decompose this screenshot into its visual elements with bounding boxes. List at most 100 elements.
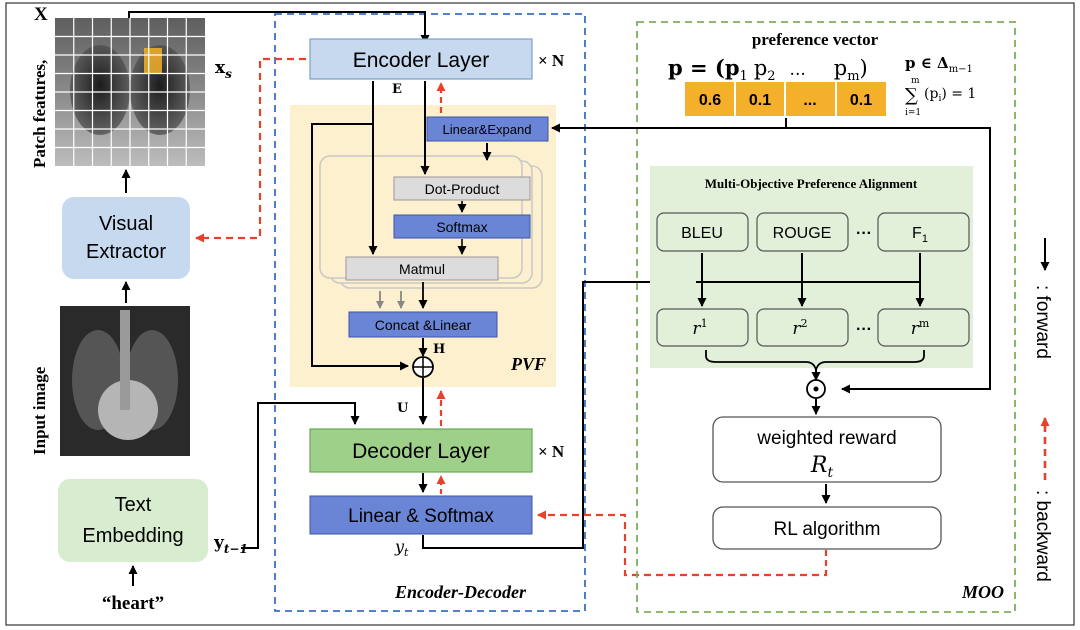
metric-f-sub: 1 [922,233,928,245]
p-in-simplex: p ∈ Δm−1 [905,54,973,75]
metric-bleu-box [656,212,749,252]
alignment-title: Multi-Objective Preference Alignment [705,176,918,191]
arrow-residual-e [311,123,409,371]
heart-label: “heart” [102,593,164,614]
y-prev-sub: t−1 [224,542,248,556]
reward-r2-label: r2 [792,317,807,339]
pref-value-1: 0.6 [699,92,721,109]
encoder-layer-label: Encoder Layer [353,49,490,72]
outer-frame [5,2,1075,626]
matmul-label: Matmul [399,261,445,277]
reward-r1-label: r1 [692,317,707,339]
reward-rm-box [877,308,970,347]
p-dots: ... [790,60,806,80]
reward-r1-box [656,308,749,347]
input-image-label: Input image [30,366,49,455]
p-in-sub: m−1 [949,64,973,75]
encoder-layer-box [309,38,533,80]
p-sub-1: 1 [740,69,748,84]
u-label: U [397,401,409,416]
decoder-layer-label: Decoder Layer [352,440,490,463]
metric-f-main: F [912,225,922,242]
selected-patch [144,48,162,74]
xs-sub: s [225,67,232,81]
sum-expr: (p [924,86,938,102]
preference-values: 0.6 0.1 ... 0.1 [685,82,886,116]
visual-extractor-line2: Extractor [86,241,166,263]
text-embedding-box [58,479,208,562]
p-m-letter: p [834,56,847,80]
metric-bleu-label: BLEU [681,225,723,242]
pref-value-2: 0.1 [749,92,771,109]
decoder-layer-box [309,428,533,473]
metric-rouge-box [756,212,849,252]
metric-f1-label: F1 [912,225,928,245]
patch-grid [55,18,205,166]
xs-label: xs [215,58,232,81]
reward-rm-label: rm [911,317,930,339]
linear-softmax-label: Linear & Softmax [348,506,494,527]
arrow-embedding-to-decoder [241,402,360,549]
p-close: ) [860,56,868,80]
metric-f1-box [877,212,970,252]
p-2-letter: p [754,56,767,80]
concat-linear-label: Concat &Linear [375,317,472,333]
yt-sub: t [404,546,409,559]
reward-r2-box [756,308,849,347]
legend-forward-label: : forward [1032,285,1053,359]
text-embedding-line2: Embedding [82,525,183,547]
visual-extractor-box [62,197,190,279]
dot-product-label: Dot-Product [425,181,500,197]
encoder-decoder-frame [274,13,586,612]
rt-sub: t [827,465,833,481]
sum-tail: ) = 1 [941,86,976,102]
moo-title: MOO [961,582,1004,602]
sum-bottom: i=1 [905,108,921,118]
rl-algorithm-box [712,506,942,550]
xs-main: x [215,58,226,78]
reward-rm-sup: m [919,317,930,330]
softmax-label: Softmax [436,219,487,235]
matmul-box [345,256,499,281]
dot-product-box [393,176,531,201]
metric-dots: ··· [856,225,872,242]
linear-expand-box [426,116,549,142]
y-prev-label: yt−1 [213,533,248,556]
reward-dots: ··· [856,321,872,338]
sum-top: m [911,76,920,86]
reward-r2-sup: 2 [801,317,808,330]
concat-linear-box [348,311,498,338]
metric-rouge-label: ROUGE [773,225,832,242]
pref-value-3: ... [803,92,816,109]
x-label: X [34,4,48,25]
visual-extractor-line1: Visual [99,213,153,235]
rt-main: R [810,453,828,478]
rt-label: Rt [810,453,834,481]
sum-symbol: ∑ [905,85,918,106]
backward-arrow-encoder-to-extractor [195,57,306,243]
reward-r1-sup: 1 [701,317,708,330]
pref-value-m: 0.1 [850,92,872,109]
encoder-decoder-title: Encoder-Decoder [394,582,527,602]
linear-softmax-box [309,495,533,535]
preference-vector-title: preference vector [752,30,879,49]
encoder-times-n: × N [538,51,565,70]
sum-expression: (pi) = 1 [924,86,976,104]
input-xray-image [60,306,190,456]
rl-algorithm-label: RL algorithm [773,519,880,540]
e-label: E [392,82,402,97]
weighted-reward-label: weighted reward [756,428,896,449]
backward-arrow-rl-to-output [537,510,828,577]
pvf-title: PVF [510,354,546,374]
patch-feature-image [55,18,205,166]
y-prev-main: y [213,533,225,553]
weighted-reward-box [712,416,942,483]
p-in-main: p ∈ Δ [905,54,949,72]
legend-backward-label: : backward [1032,490,1053,582]
odot-dot [813,386,819,392]
sum-expr-sub: i [938,94,941,104]
patch-features-label: Patch features, [30,60,49,168]
reward-r2-main: r [792,319,801,339]
